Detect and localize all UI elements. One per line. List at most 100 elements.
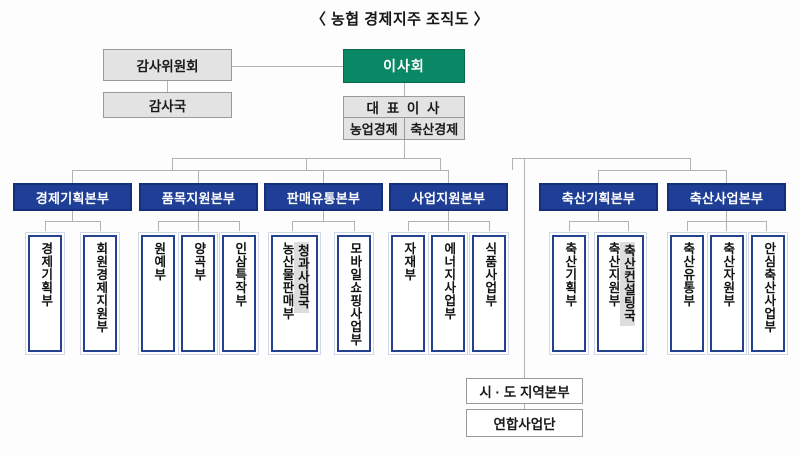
connector-dept-drop-3-2 [489, 221, 490, 232]
connector-dept-drop-1-0 [158, 221, 159, 232]
department-inner-5-2: 안심축산사업부 [751, 235, 785, 352]
division-header-5[interactable]: 축산사업본부 [667, 183, 786, 211]
department-inner-2-1: 모바일쇼핑사업부 [337, 235, 371, 352]
department-box-0-1[interactable]: 회원경제지원부 [79, 231, 121, 356]
department-box-5-2[interactable]: 안심축산사업부 [747, 231, 789, 356]
department-label-5-0: 축산유통부 [680, 242, 695, 307]
department-label-2-0: 농산물판매부 [280, 242, 294, 320]
connector-dept-drop-1-1 [198, 221, 199, 232]
audit-office-box[interactable]: 감사국 [103, 92, 232, 118]
connector-audit-to-board [232, 66, 365, 67]
connector-dept-stem-4 [598, 211, 599, 221]
connector-ceo-to-bus [404, 140, 405, 158]
department-box-1-0[interactable]: 원예부 [137, 231, 179, 356]
department-label-5-1: 축산자원부 [720, 242, 735, 307]
connector-dept-drop-0-0 [45, 221, 46, 232]
department-inner-3-2: 식품사업부 [472, 235, 506, 352]
department-label-3-0: 자재부 [401, 242, 416, 281]
connector-dept-bus-0 [45, 221, 100, 222]
connector-board-to-ceo [404, 83, 405, 96]
ceo-title: 대 표 이 사 [343, 96, 465, 118]
connector-stem-division-2 [323, 170, 324, 183]
connector-dept-stem-3 [448, 211, 449, 221]
connector-stem-division-3 [448, 170, 449, 183]
connector-stem-division-0 [72, 170, 73, 183]
department-box-4-0[interactable]: 축산기획부 [548, 231, 590, 356]
bus-livestock-lower [598, 170, 726, 171]
sub-bureau-2-0[interactable]: 청과사업국 [294, 242, 310, 313]
group-divider [524, 158, 525, 378]
department-box-5-0[interactable]: 축산유통부 [666, 231, 708, 356]
ceo-segment-agri[interactable]: 농업경제 [343, 117, 405, 140]
department-box-0-0[interactable]: 경제기획부 [24, 231, 66, 356]
division-header-4[interactable]: 축산기획본부 [539, 183, 658, 211]
department-inner-3-1: 에너지사업부 [431, 235, 465, 352]
department-label-0-1: 회원경제지원부 [93, 242, 108, 333]
connector-dept-drop-3-0 [408, 221, 409, 232]
department-inner-4-0: 축산기획부 [552, 235, 586, 352]
division-label-5: 축산사업본부 [689, 190, 764, 206]
department-box-1-2[interactable]: 인삼특작부 [218, 231, 260, 356]
department-inner-0-0: 경제기획부 [28, 235, 62, 352]
connector-dept-stem-2 [323, 211, 324, 221]
department-inner-5-1: 축산자원부 [710, 235, 744, 352]
division-header-0[interactable]: 경제기획본부 [13, 183, 132, 211]
department-box-4-1[interactable]: 축산컨설팅국 축산지원부 [593, 231, 648, 356]
connector-bus-drop-agri-right [440, 158, 441, 170]
department-label-1-1: 양곡부 [191, 242, 206, 281]
department-inner-1-0: 원예부 [141, 235, 175, 352]
regional-headquarters-label: 시 · 도 지역본부 [479, 385, 570, 400]
audit-committee-label: 감사위원회 [136, 59, 199, 74]
department-label-2-1: 모바일쇼핑사업부 [347, 242, 362, 346]
connector-dept-bus-4 [569, 221, 628, 222]
connector-dept-drop-3-1 [448, 221, 449, 232]
department-box-1-1[interactable]: 양곡부 [177, 231, 219, 356]
connector-dept-drop-2-0 [292, 221, 293, 232]
audit-office-label: 감사국 [148, 99, 187, 114]
page-title: 〈 농협 경제지주 조직도 〉 [310, 11, 490, 28]
department-label-1-2: 인삼특작부 [232, 242, 247, 307]
department-box-2-1[interactable]: 모바일쇼핑사업부 [333, 231, 375, 356]
union-business-group-box[interactable]: 연합사업단 [466, 409, 583, 437]
department-inner-1-1: 양곡부 [181, 235, 215, 352]
regional-headquarters-box[interactable]: 시 · 도 지역본부 [466, 378, 583, 404]
department-label-3-2: 식품사업부 [482, 242, 497, 307]
division-header-1[interactable]: 품목지원본부 [139, 183, 258, 211]
ceo-box[interactable]: 대 표 이 사 농업경제 축산경제 [343, 96, 465, 140]
audit-committee-box[interactable]: 감사위원회 [103, 49, 232, 81]
department-inner-0-1: 회원경제지원부 [83, 235, 117, 352]
connector-dept-stem-5 [726, 211, 727, 221]
connector-bus-drop-livestock-right [690, 158, 691, 170]
connector-dept-drop-1-2 [239, 221, 240, 232]
connector-dept-drop-2-1 [354, 221, 355, 232]
department-box-3-0[interactable]: 자재부 [387, 231, 429, 356]
department-box-3-1[interactable]: 에너지사업부 [427, 231, 469, 356]
connector-dept-stem-0 [72, 211, 73, 221]
department-box-2-0[interactable]: 청과사업국 농산물판매부 [267, 231, 322, 356]
connector-dept-drop-5-0 [687, 221, 688, 232]
department-inner-3-0: 자재부 [391, 235, 425, 352]
board-of-directors-box[interactable]: 이사회 [343, 49, 465, 83]
division-label-1: 품목지원본부 [161, 190, 236, 206]
department-box-5-1[interactable]: 축산자원부 [706, 231, 748, 356]
connector-dept-drop-5-1 [726, 221, 727, 232]
department-inner-4-1: 축산컨설팅국 축산지원부 [597, 235, 644, 352]
board-label: 이사회 [383, 58, 425, 74]
connector-dept-drop-4-0 [569, 221, 570, 232]
division-label-0: 경제기획본부 [35, 190, 110, 206]
department-label-4-0: 축산기획부 [562, 242, 577, 307]
ceo-segment-livestock[interactable]: 축산경제 [403, 117, 465, 140]
sub-bureau-4-1[interactable]: 축산컨설팅국 [620, 242, 636, 326]
division-label-3: 사업지원본부 [411, 190, 486, 206]
connector-dept-drop-5-2 [766, 221, 767, 232]
department-box-3-2[interactable]: 식품사업부 [468, 231, 510, 356]
division-label-2: 판매유통본부 [286, 190, 361, 206]
bus-agri-lower [72, 170, 448, 171]
division-header-3[interactable]: 사업지원본부 [389, 183, 508, 211]
department-inner-2-0: 청과사업국 농산물판매부 [271, 235, 318, 352]
connector-divider-to-regional [524, 370, 525, 378]
connector-bus-drop-livestock-left [512, 158, 513, 170]
division-header-2[interactable]: 판매유통본부 [264, 183, 383, 211]
connector-audit-committee-to-office [167, 81, 168, 93]
connector-dept-drop-0-1 [100, 221, 101, 232]
